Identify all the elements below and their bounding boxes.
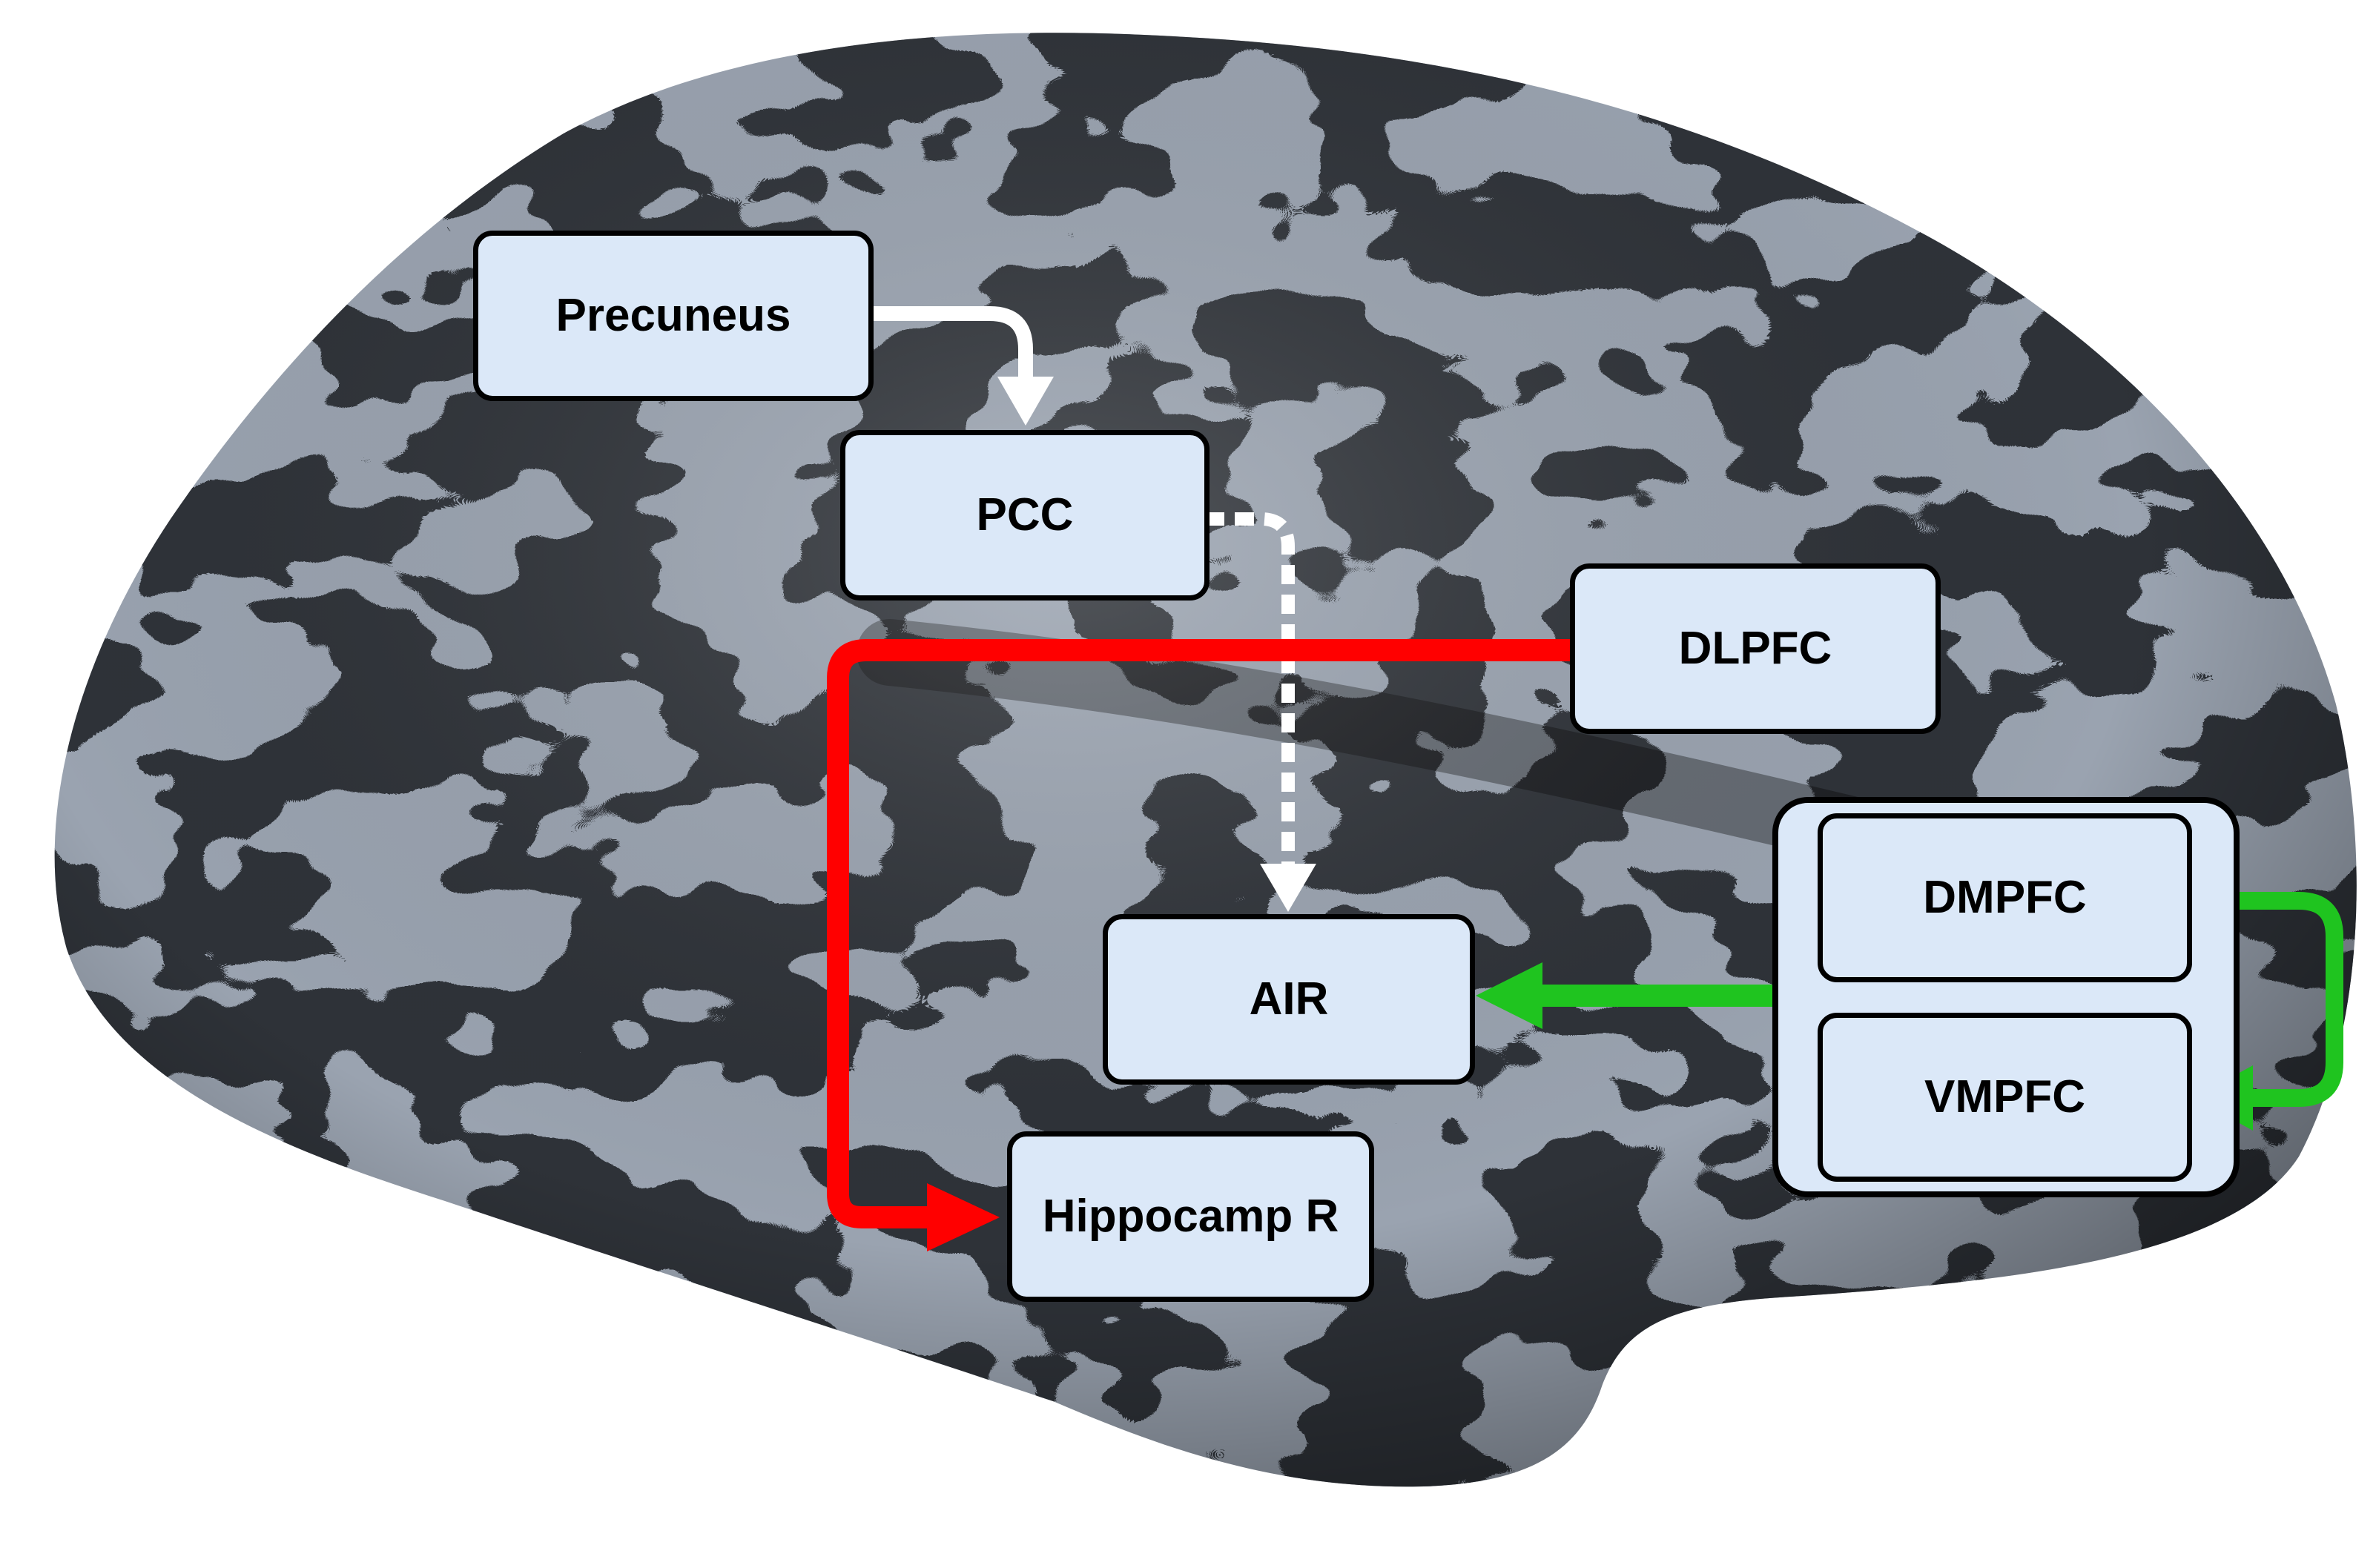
node-dmpfc-label: DMPFC — [1923, 872, 2087, 923]
arrowhead-pcc — [997, 377, 1054, 426]
node-vmpfc: VMPFC — [1818, 1013, 2192, 1182]
node-hippocamp-r: Hippocamp R — [1007, 1131, 1374, 1302]
node-air-label: AIR — [1249, 973, 1329, 1025]
node-pcc: PCC — [840, 430, 1210, 601]
arrowhead-hippocamp — [927, 1183, 1000, 1251]
node-precuneus-label: Precuneus — [555, 290, 791, 341]
edge-dmpfc-vmpfc — [2191, 892, 2343, 1107]
node-air: AIR — [1103, 914, 1475, 1085]
edge-precuneus-pcc — [871, 306, 1033, 378]
node-pcc-label: PCC — [976, 489, 1074, 540]
node-precuneus: Precuneus — [473, 231, 874, 401]
node-dlpfc: DLPFC — [1570, 563, 1941, 734]
node-dmpfc: DMPFC — [1818, 813, 2192, 982]
edge-dlpfc-hippocamp — [827, 639, 1572, 1228]
connections — [827, 306, 2343, 1251]
arrowhead-air-right — [1476, 962, 1542, 1029]
edge-pcc-air — [1205, 512, 1295, 864]
node-vmpfc-label: VMPFC — [1924, 1071, 2085, 1122]
node-dlpfc-label: DLPFC — [1678, 623, 1832, 674]
node-hippocamp-r-label: Hippocamp R — [1042, 1191, 1339, 1242]
arrowhead-air-top — [1260, 864, 1316, 912]
